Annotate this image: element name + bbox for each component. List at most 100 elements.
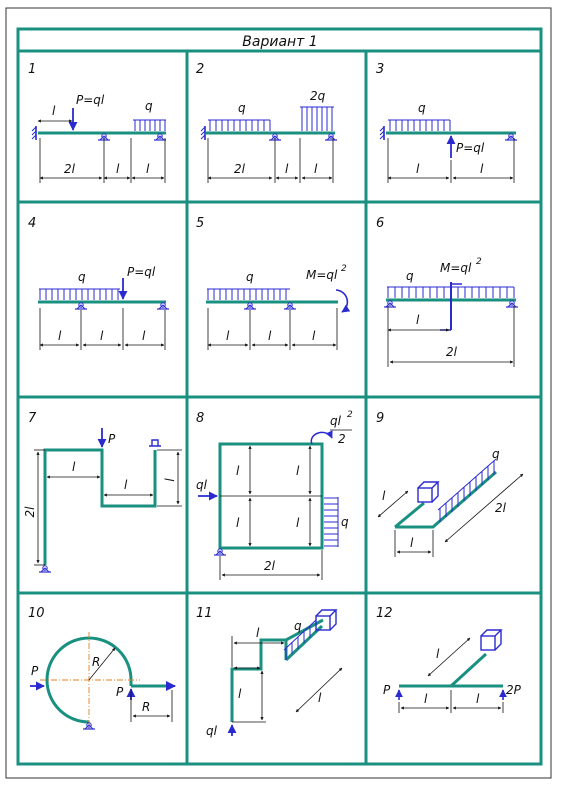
frame <box>395 470 497 529</box>
scheme-4: q P=ql l l l <box>38 265 170 350</box>
label-force-p: P=ql <box>127 265 156 279</box>
pin-support <box>283 302 297 310</box>
distributed-load-q <box>208 119 271 131</box>
label-dim-a: l <box>416 313 420 327</box>
scheme-10: P R P R <box>30 632 176 730</box>
distributed-load-2q <box>300 106 334 131</box>
label-dim-b: l <box>100 329 104 343</box>
dimension-lines <box>39 308 166 350</box>
label-dim-c: l <box>314 162 318 176</box>
label-force-p: P=ql <box>456 141 485 155</box>
label-load-q: q <box>246 270 254 284</box>
label-dim-c: l <box>476 692 480 706</box>
label-dim-b: l <box>238 687 242 701</box>
label-dim-b: l <box>268 329 272 343</box>
fixed-block <box>480 629 502 651</box>
label-load-q: q <box>145 99 153 113</box>
cell-number-6: 6 <box>376 216 384 231</box>
cell-number-2: 2 <box>196 62 204 77</box>
pin-support <box>383 300 397 308</box>
label-dim-a: 2l <box>234 162 246 176</box>
pin-support <box>74 302 88 310</box>
dimension-lines <box>387 138 515 183</box>
frame <box>43 448 157 565</box>
label-moment-num: ql <box>330 414 342 428</box>
top-support <box>149 439 161 447</box>
pin-support <box>243 302 257 310</box>
label-dim-a: l <box>382 489 386 503</box>
cell-number-1: 1 <box>28 62 36 77</box>
label-load-q: q <box>492 447 500 461</box>
label-load-q: q <box>238 101 246 115</box>
dimension-lines <box>377 473 524 557</box>
pin-support <box>38 565 52 573</box>
scheme-6: q M=ql 2 l 2l <box>383 257 519 367</box>
pin-support <box>324 133 338 141</box>
distributed-load <box>324 497 339 547</box>
cell-number-9: 9 <box>376 411 384 426</box>
label-moment-den: 2 <box>338 432 346 446</box>
dimension-lines <box>37 119 166 183</box>
label-dim-c: l <box>146 162 150 176</box>
label-dim-b: l <box>285 162 289 176</box>
label-dim-c: 2l <box>495 501 507 515</box>
fixed-support <box>379 125 385 141</box>
grid <box>16 27 543 766</box>
fixed-support <box>31 125 37 141</box>
cell-number-4: 4 <box>28 216 36 231</box>
arc-frame <box>45 636 133 724</box>
outer-frame <box>5 7 552 779</box>
scheme-12: l P l l 2P <box>383 629 522 713</box>
scheme-3: q P=ql l l <box>379 101 518 183</box>
label-dim-a: l <box>72 460 76 474</box>
label-dim-a: l <box>236 464 240 478</box>
label-dim-b: 2l <box>446 345 458 359</box>
label-dim-b: l <box>410 536 414 550</box>
pin-support <box>156 302 170 310</box>
scheme-11: l q l l ql <box>206 609 343 738</box>
frame <box>230 618 324 722</box>
dimension-lines <box>231 636 343 723</box>
label-load-q: q <box>78 270 86 284</box>
dimension-lines <box>207 308 338 350</box>
moment-arrow <box>310 430 333 445</box>
center-axes <box>40 632 140 730</box>
label-dim-top: l <box>52 104 56 118</box>
dimension-lines <box>34 449 182 566</box>
label-load-2q: 2q <box>310 89 326 103</box>
label-force-2p: 2P <box>506 683 522 697</box>
label-dim-b: l <box>116 162 120 176</box>
scheme-8: ql 2 2 ql q l l l l 2l <box>196 410 353 580</box>
cell-number-8: 8 <box>196 411 204 426</box>
scheme-2: q 2q 2l l l <box>200 89 338 183</box>
label-dim-b: l <box>480 162 484 176</box>
label-load-q: q <box>294 619 302 633</box>
label-force-p: P <box>108 432 116 446</box>
label-dim-a: l <box>58 329 62 343</box>
dimension-lines <box>130 690 173 722</box>
label-dim-a: l <box>416 162 420 176</box>
scheme-5: q M=ql 2 l l l <box>206 264 351 350</box>
label-dim-a: l <box>256 626 260 640</box>
label-dim-c: l <box>318 691 322 705</box>
label-force-p2: P <box>116 685 124 699</box>
distributed-load <box>39 288 120 300</box>
distributed-load <box>133 119 166 131</box>
label-dim-a: 2l <box>64 162 76 176</box>
label-dim-b: l <box>424 692 428 706</box>
label-force-p: P <box>383 683 391 697</box>
label-exponent: 2 <box>476 257 482 267</box>
label-dim-c: l <box>142 329 146 343</box>
label-force-p: P=ql <box>76 93 105 107</box>
label-exponent: 2 <box>341 264 347 274</box>
label-dim-h: 2l <box>23 506 37 518</box>
header-title: Вариант 1 <box>242 34 317 50</box>
label-force-ql: ql <box>196 478 208 492</box>
label-dim-b: l <box>124 478 128 492</box>
label-load-q: q <box>406 269 414 283</box>
cell-number-5: 5 <box>196 216 204 231</box>
pin-support <box>153 133 167 141</box>
label-exponent: 2 <box>347 410 353 420</box>
fixed-block <box>417 481 439 503</box>
